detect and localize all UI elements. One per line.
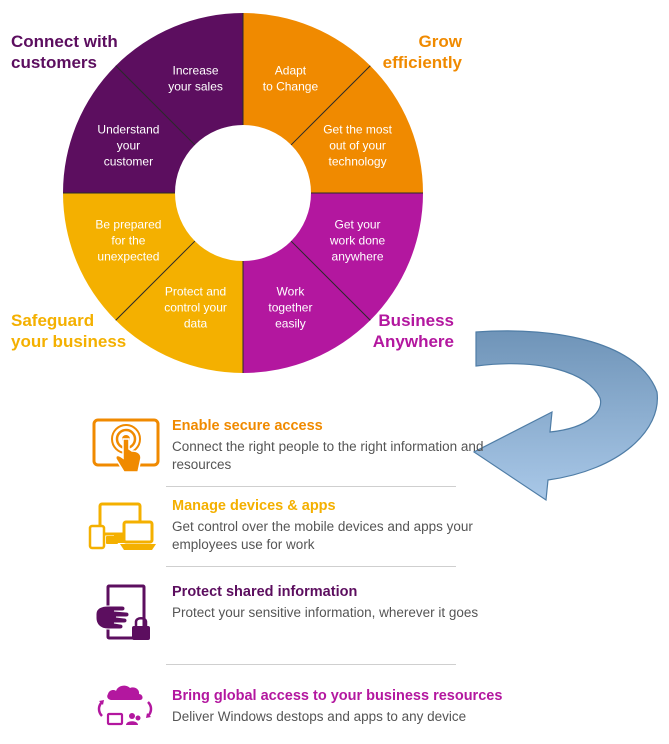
feature-title: Bring global access to your business res… — [172, 688, 503, 704]
feature-title: Protect shared information — [172, 584, 358, 600]
quadrant-label-line: Safeguard — [11, 311, 95, 330]
wheel-segment — [291, 193, 423, 321]
wheel-segment-label-line: Increase — [173, 63, 219, 77]
wheel-segment-label-line: anywhere — [332, 249, 384, 263]
wheel-segment — [62, 193, 195, 321]
quadrant-label-line: Anywhere — [372, 332, 454, 351]
wheel-segment-label-line: easily — [275, 317, 306, 331]
wheel-segment — [115, 241, 243, 373]
wheel-segment-label: Increase your sales — [168, 63, 223, 93]
wheel-divider — [115, 240, 196, 321]
wheel-divider — [290, 240, 371, 321]
wheel-segment-label-line: control your — [164, 301, 227, 315]
quadrant-label-line: customers — [11, 53, 97, 72]
separator — [166, 566, 456, 567]
wheel-segment-label-line: unexpected — [97, 249, 159, 263]
feature-title: Manage devices & apps — [172, 498, 336, 514]
wheel-segment-label-line: your sales — [168, 79, 223, 93]
wheel-segment — [243, 241, 371, 373]
wheel-segment-label: Get the most out of your technology — [323, 123, 392, 169]
wheel-segment-label: Get your work done anywhere — [329, 217, 386, 263]
separator — [166, 486, 456, 487]
protected-document-icon — [95, 584, 150, 640]
wheel-segment-label-line: Work — [277, 285, 306, 299]
feature-description: Deliver Windows destops and apps to any … — [172, 709, 467, 724]
feature-description: Protect your sensitive information, wher… — [172, 605, 479, 620]
wheel-segment-label-line: Get the most — [323, 123, 392, 137]
curved-arrow-shape — [472, 330, 658, 502]
quadrant-label-safeguard: Safeguard your business — [11, 310, 126, 352]
wheel-segment-label-line: together — [268, 301, 312, 315]
wheel-segment — [63, 65, 195, 193]
wheel-segment-label-line: out of your — [329, 139, 386, 153]
wheel-segment-label: Protect and control your data — [164, 285, 227, 331]
quadrant-label-line: your business — [11, 332, 127, 351]
wheel-segment — [115, 13, 243, 145]
wheel-segment — [291, 65, 423, 193]
quadrant-label-grow: Grow efficiently — [362, 31, 462, 73]
wheel-divider — [290, 65, 371, 146]
wheel-segment-label-line: Protect and — [165, 285, 226, 299]
feature-description: Connect the right people to the right in… — [172, 439, 484, 472]
quadrant-label-line: efficiently — [382, 53, 462, 72]
quadrant-label-business: Business Anywhere — [352, 310, 454, 352]
separator — [166, 664, 456, 665]
wheel-segment-label-line: for the — [111, 233, 145, 247]
feature-description: Get control over the mobile devices and … — [172, 519, 473, 552]
wheel-segment-label-line: data — [184, 317, 208, 331]
wheel-segment-label-line: Adapt — [275, 63, 307, 77]
feature-title: Enable secure access — [172, 418, 323, 434]
cloud-sync-icon — [97, 685, 153, 726]
wheel-segment-label-line: Understand — [97, 123, 159, 137]
wheel-segment-label-line: your — [117, 139, 140, 153]
wheel-divider — [115, 65, 196, 146]
quadrant-label-connect: Connect with customers — [11, 31, 118, 73]
wheel-segment-label: Be prepared for the unexpected — [95, 217, 161, 263]
wheel-segment-label: Understand your customer — [97, 123, 159, 169]
quadrant-label-line: Grow — [418, 32, 462, 51]
wheel-segment — [243, 13, 371, 145]
quadrant-label-line: Connect with — [11, 32, 118, 51]
wheel-segment-label-line: Be prepared — [95, 217, 161, 231]
wheel-segment-label-line: Get your — [335, 217, 381, 231]
wheel-segment-label-line: work done — [329, 233, 386, 247]
wheel-segment-label-line: to Change — [263, 79, 319, 93]
wheel-segment-label-line: technology — [329, 155, 387, 169]
touch-screen-icon — [92, 418, 160, 473]
wheel-segment-label: Adapt to Change — [263, 63, 319, 93]
devices-icon — [88, 502, 156, 550]
quadrant-label-line: Business — [378, 311, 454, 330]
wheel-segment-label: Work together easily — [268, 285, 312, 331]
wheel-segment-label-line: customer — [104, 155, 153, 169]
